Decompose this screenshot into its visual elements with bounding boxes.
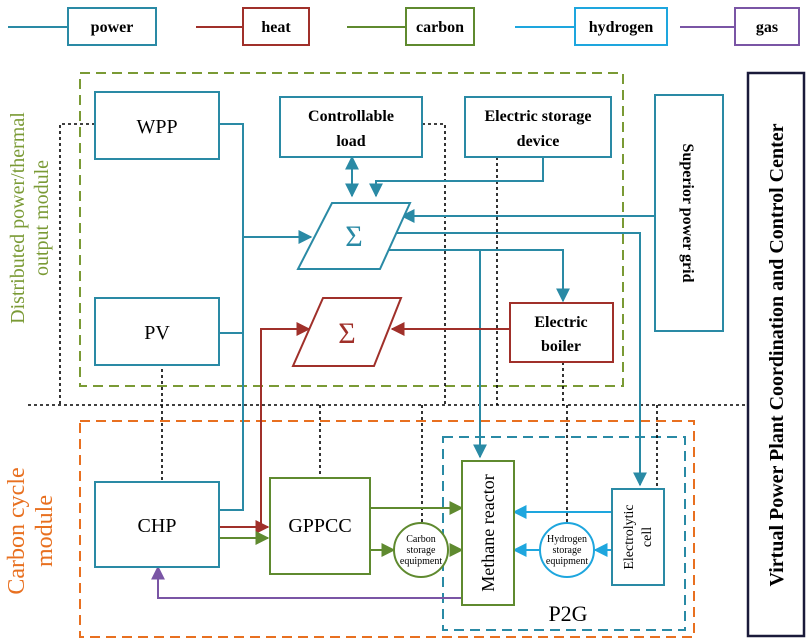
hydrogen-storage-label-1: Hydrogen: [547, 534, 587, 545]
gppcc-label: GPPCC: [288, 515, 351, 537]
distributed-module-frame: [79, 72, 624, 387]
superior-grid-block: [654, 94, 724, 332]
electric-boiler-block: [509, 302, 614, 363]
electrolytic-cell-label-2: cell: [640, 527, 655, 547]
electric-storage-block: [464, 96, 612, 158]
control-center-box: [746, 71, 806, 638]
carbon-storage-label-1: Carbon: [406, 534, 435, 545]
hydrogen-storage-node: [539, 522, 595, 578]
power-sum-symbol: Σ: [345, 220, 362, 253]
legend-gas-label: gas: [756, 19, 778, 36]
heat-sum-node: [291, 297, 403, 367]
legend-power: [67, 7, 157, 46]
distributed-module-label-2: output module: [31, 160, 53, 276]
carbon-storage-label-2: storage: [407, 545, 436, 556]
legend-gas: [734, 7, 800, 46]
controllable-load-label-2: load: [336, 133, 365, 150]
pv-label: PV: [144, 322, 170, 344]
carbon-module-frame: [79, 420, 695, 638]
electrolytic-cell-label-1: Electrolytic: [622, 504, 637, 569]
p2g-label: P2G: [548, 601, 587, 626]
legend-heat-label: heat: [261, 19, 291, 36]
gppcc-block: [269, 477, 371, 575]
carbon-module-label-1: Carbon cycle: [4, 467, 30, 594]
electrolytic-cell-block: [611, 488, 665, 586]
legend: power heat carbon hydrogen gas: [8, 7, 800, 46]
legend-carbon-label: carbon: [416, 19, 464, 36]
electric-storage-label-2: device: [517, 133, 560, 150]
heat-sum-symbol: Σ: [338, 317, 355, 350]
control-lines: [28, 123, 748, 528]
carbon-storage-node: [393, 522, 449, 578]
wpp-label: WPP: [136, 116, 177, 138]
carbon-storage-label-3: equipment: [400, 556, 442, 567]
hydrogen-storage-label-3: equipment: [546, 556, 588, 567]
superior-grid-label: Superior power grid: [679, 144, 696, 283]
power-sum-node: [296, 202, 412, 270]
chp-block: [94, 481, 220, 568]
methane-reactor-label: Methane reactor: [478, 474, 498, 591]
electric-storage-label-1: Electric storage: [484, 108, 591, 125]
control-center-label: Virtual Power Plant Coordination and Con…: [766, 123, 788, 586]
hydrogen-storage-label-2: storage: [553, 545, 582, 556]
electric-boiler-label-1: Electric: [534, 314, 587, 331]
hydrogen-flows: [512, 505, 612, 557]
distributed-module-label-1: Distributed power/thermal: [7, 112, 29, 324]
legend-hydrogen: [574, 7, 668, 46]
legend-carbon: [405, 7, 475, 46]
legend-heat: [242, 7, 310, 46]
carbon-flows: [219, 501, 464, 557]
controllable-load-block: [279, 96, 423, 158]
legend-power-label: power: [91, 19, 134, 36]
carbon-module-label-2: module: [32, 495, 58, 567]
chp-label: CHP: [138, 515, 177, 537]
pv-block: [94, 297, 220, 366]
methane-reactor-block: [461, 460, 515, 606]
wpp-block: [94, 91, 220, 160]
heat-flows: [219, 322, 510, 534]
controllable-load-label-1: Controllable: [308, 108, 394, 125]
legend-hydrogen-label: hydrogen: [589, 19, 654, 36]
electric-boiler-label-2: boiler: [541, 338, 581, 355]
power-flows: [219, 123, 655, 511]
gas-flow: [151, 565, 462, 599]
